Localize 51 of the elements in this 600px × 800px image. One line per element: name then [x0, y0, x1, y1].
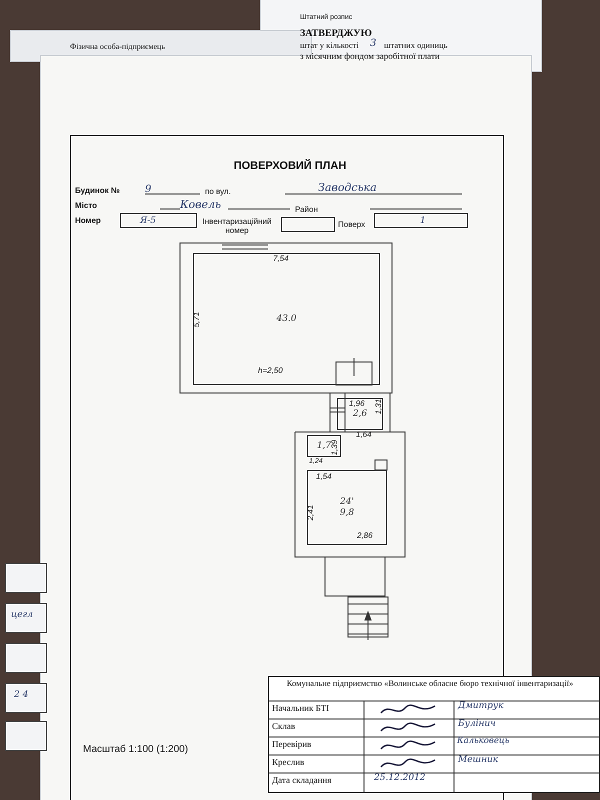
area-value: 9,8 [340, 508, 354, 518]
handwritten-entry: Я-5 [140, 216, 156, 226]
dimension-value: 1,31 [374, 398, 384, 414]
dimension-value: 1,96 [349, 399, 365, 408]
table-cell-text: Перевірив [272, 739, 312, 750]
dimension-value: 2,41 [306, 504, 316, 520]
caption-text: Інвентаризаційний номер [202, 217, 272, 236]
plan-title: ПОВЕРХОВИЙ ПЛАН [232, 160, 348, 172]
form-label: Будинок № [75, 186, 120, 196]
handwritten-entry: 25.12.2012 [374, 773, 426, 784]
document-text: з місячним фондом заробітної плати [300, 51, 440, 62]
table-cell-text: Дата складання [272, 775, 332, 786]
document-text: штатних одиниць [384, 41, 448, 51]
table-cell-text: Креслив [272, 757, 304, 768]
caption-text: Масштаб 1:100 (1:200) [83, 744, 188, 756]
handwritten-entry: 2 4 [14, 690, 28, 700]
room-outline [193, 253, 380, 385]
caption-text: Поверх [338, 220, 366, 230]
handwritten-entry: Кальковець [457, 737, 510, 747]
dimension-value: 2,86 [357, 531, 373, 540]
caption-text: Район [295, 205, 318, 214]
dimension-value: 7,54 [273, 254, 289, 264]
handwritten-entry: Дмитрук [458, 701, 504, 712]
table-cell-text: Начальник БТІ [272, 703, 330, 714]
area-value: 43.0 [276, 314, 297, 324]
table-cell-text: Комунальне підприємство «Волинське обласне бюро технічної інвентаризації» [286, 679, 574, 689]
document-heading: ЗАТВЕРДЖУЮ [300, 28, 372, 39]
room-outline [307, 435, 341, 457]
caption-text: по вул. [205, 187, 231, 196]
form-label: Номер [75, 216, 101, 226]
handwritten-entry: Ковель [180, 199, 222, 212]
handwritten-entry: 1 [420, 216, 426, 226]
document-text: штат у кількості [300, 41, 359, 51]
area-value: 2,6 [352, 408, 368, 420]
handwritten-entry: цегл [11, 610, 33, 620]
handwritten-entry: Булінич [458, 719, 496, 730]
document-text: Фізична особа-підприємець [70, 42, 165, 52]
dimension-value: 1,64 [356, 430, 372, 440]
dimension-value: 1,39 [330, 440, 340, 456]
handwritten-entry: Заводська [318, 182, 377, 195]
area-value: 1,7 [316, 440, 332, 452]
handwritten-entry: 3 [370, 38, 376, 50]
form-label: Місто [75, 201, 98, 210]
table-cell-text: Склав [272, 721, 296, 732]
dimension-value: 1,54 [316, 472, 332, 482]
area-value: 24' [340, 496, 354, 508]
dimension-value: 5,71 [192, 312, 202, 328]
handwritten-entry: 9 [145, 184, 152, 196]
dimension-value: h=2,50 [258, 366, 283, 376]
handwritten-entry: Мешник [458, 755, 498, 766]
room-outline [307, 470, 387, 545]
